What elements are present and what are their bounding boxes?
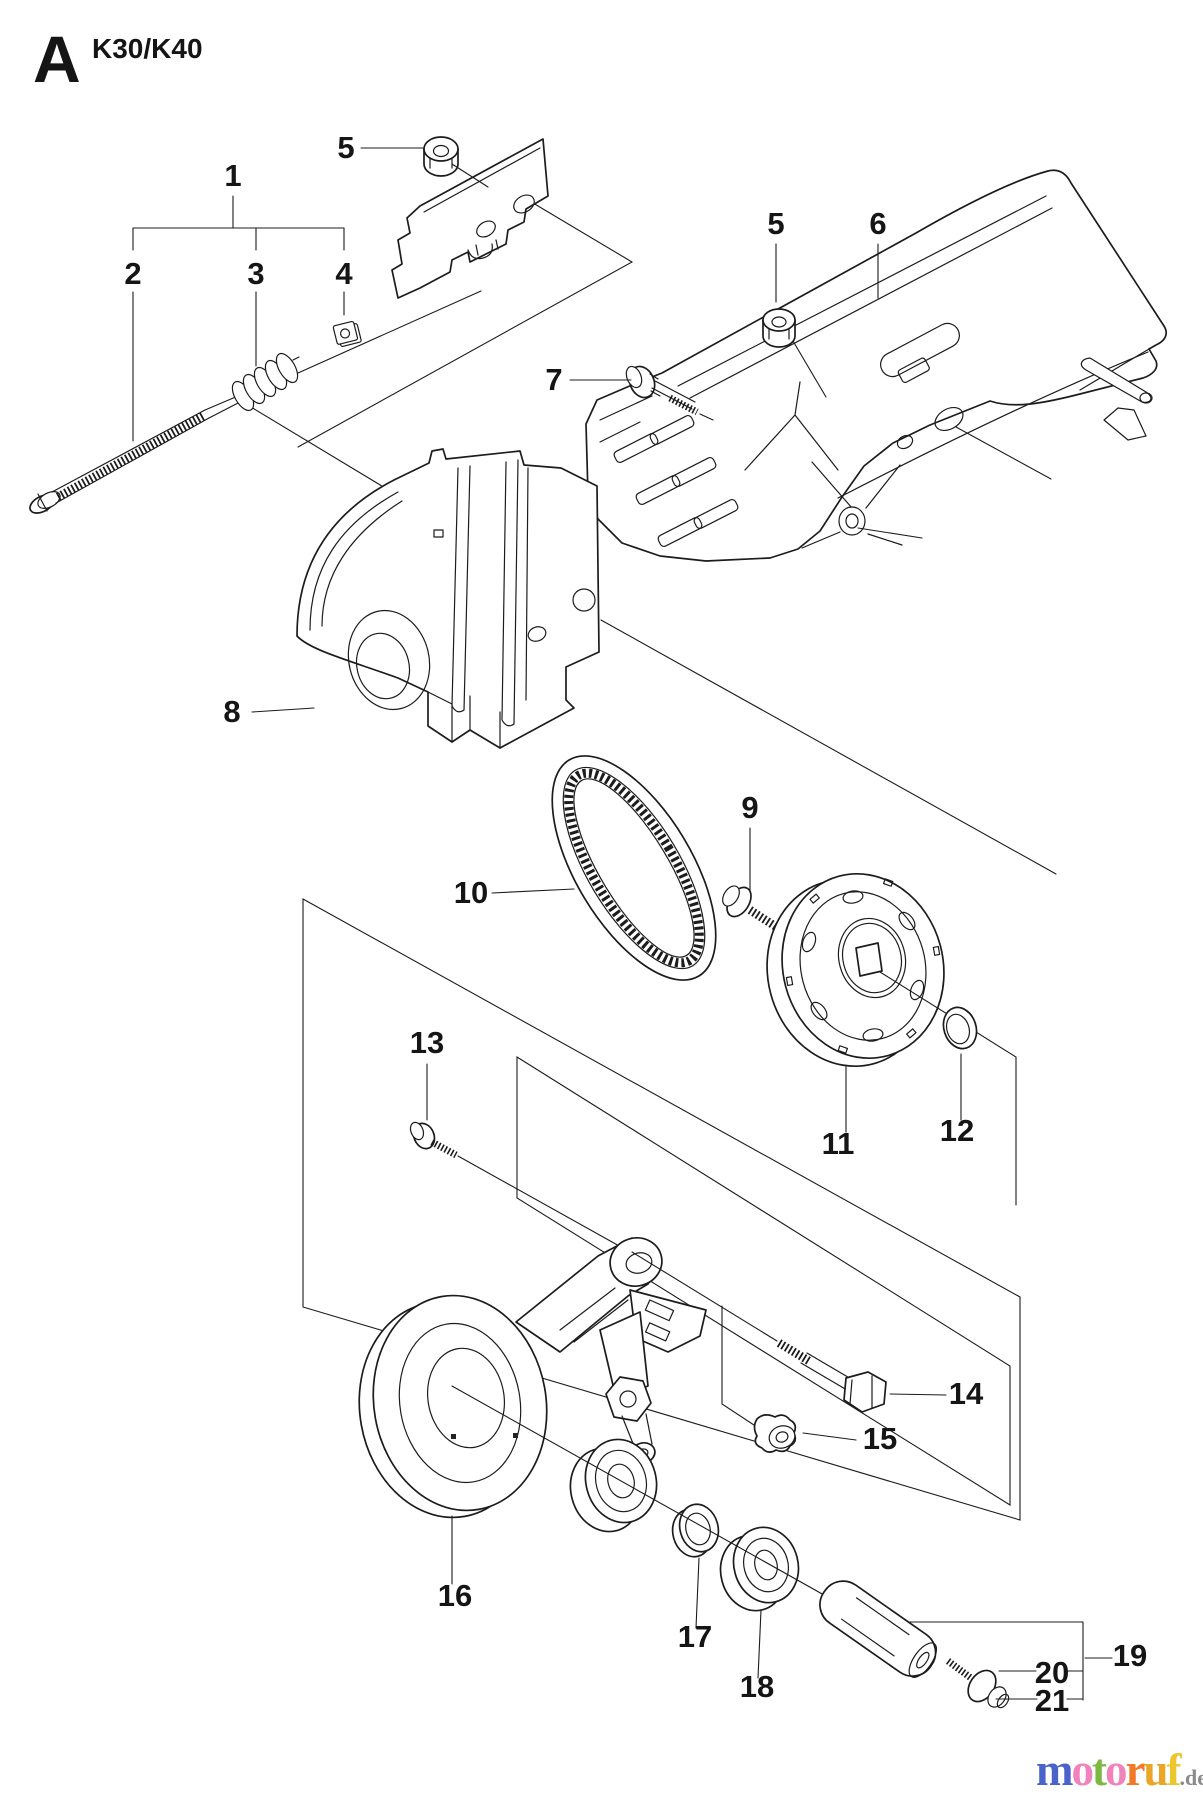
part-label-3: 3 bbox=[247, 256, 264, 291]
callout-bracket-19-20-21 bbox=[909, 1621, 1113, 1701]
logo-letter: u bbox=[1143, 1745, 1168, 1795]
part-label-2: 2 bbox=[124, 256, 141, 291]
part-20-21-screw-washer bbox=[945, 1658, 1010, 1709]
part-5-flange-nut-top bbox=[423, 136, 459, 177]
callout-bracket-1 bbox=[132, 195, 345, 442]
part-13-bolt bbox=[409, 1121, 458, 1159]
leader-13-to-arm bbox=[457, 1155, 631, 1253]
part-label-7: 7 bbox=[545, 362, 562, 397]
part-label-5b: 5 bbox=[767, 206, 784, 241]
logo-tld: .de bbox=[1179, 1765, 1203, 1790]
motoruf-logo[interactable]: motoruf.de bbox=[1036, 1748, 1203, 1793]
leader-14 bbox=[889, 1393, 947, 1396]
leader-arm-to-bolt-14 bbox=[631, 1251, 778, 1342]
part-label-18: 18 bbox=[740, 1669, 774, 1704]
part-label-15: 15 bbox=[863, 1421, 897, 1456]
part-label-12: 12 bbox=[940, 1113, 974, 1148]
part-label-10: 10 bbox=[454, 875, 488, 910]
part-label-1: 1 bbox=[224, 158, 241, 193]
leader-10 bbox=[491, 888, 575, 894]
part-label-8: 8 bbox=[223, 694, 240, 729]
leader-to-nut-15 bbox=[721, 1305, 758, 1428]
logo-letter: t bbox=[1092, 1745, 1107, 1795]
part-label-19: 19 bbox=[1113, 1638, 1147, 1673]
part-label-17: 17 bbox=[678, 1619, 712, 1654]
part-label-13: 13 bbox=[410, 1025, 444, 1060]
part-11-belt-pulley bbox=[766, 872, 945, 1068]
section-letter: A bbox=[33, 22, 81, 96]
part-label-4: 4 bbox=[335, 256, 353, 291]
part-6-belt-guard-housing bbox=[585, 169, 1167, 562]
part-label-11: 11 bbox=[822, 1126, 855, 1161]
part-2-tension-screw bbox=[29, 395, 242, 514]
part-10-drive-belt bbox=[551, 755, 717, 981]
part-label-6: 6 bbox=[869, 206, 886, 241]
leader-5-top-to-plate bbox=[451, 163, 489, 188]
part-17-washer bbox=[671, 1503, 720, 1558]
logo-letter: f bbox=[1166, 1745, 1182, 1795]
grouping-box-outer bbox=[302, 898, 1021, 1521]
part-18-bearing bbox=[719, 1526, 800, 1612]
leader-5-right-to-housing bbox=[792, 340, 827, 398]
model-code: K30/K40 bbox=[92, 33, 203, 64]
part-4-square-nut bbox=[332, 320, 362, 347]
leader-17 bbox=[695, 1557, 700, 1629]
part-8-guard-cover bbox=[296, 448, 600, 749]
part-label-5a: 5 bbox=[337, 130, 354, 165]
part-16-tensioner-assembly bbox=[358, 1237, 707, 1519]
logo-letter: o bbox=[1071, 1745, 1094, 1795]
leader-15 bbox=[802, 1432, 857, 1441]
leader-axle-axis bbox=[451, 1385, 857, 1614]
grouping-box-inner bbox=[516, 1056, 1011, 1506]
mounting-plate bbox=[391, 138, 549, 299]
part-9-pulley-bolt bbox=[722, 885, 784, 934]
leader-8 bbox=[251, 707, 315, 713]
logo-letter: o bbox=[1105, 1745, 1127, 1795]
part-label-20: 20 bbox=[1035, 1655, 1069, 1690]
part-label-16: 16 bbox=[438, 1578, 472, 1613]
part-3-spring bbox=[231, 352, 300, 412]
part-7-bolt bbox=[625, 365, 714, 421]
leader-18 bbox=[757, 1609, 762, 1679]
logo-letter: r bbox=[1125, 1745, 1146, 1795]
part-label-9: 9 bbox=[741, 790, 758, 825]
leader-pulley-axis bbox=[879, 971, 1017, 1206]
logo-letter: m bbox=[1036, 1745, 1073, 1795]
part-12-ring bbox=[942, 1006, 978, 1050]
part-label-21: 21 bbox=[1035, 1683, 1069, 1718]
part-19-spacer-shaft bbox=[819, 1580, 938, 1678]
part-14-hex-bolt bbox=[776, 1339, 887, 1413]
part-15-flange-nut bbox=[753, 1414, 797, 1453]
part-label-14: 14 bbox=[949, 1376, 984, 1411]
part-5-flange-nut-right bbox=[762, 308, 796, 348]
